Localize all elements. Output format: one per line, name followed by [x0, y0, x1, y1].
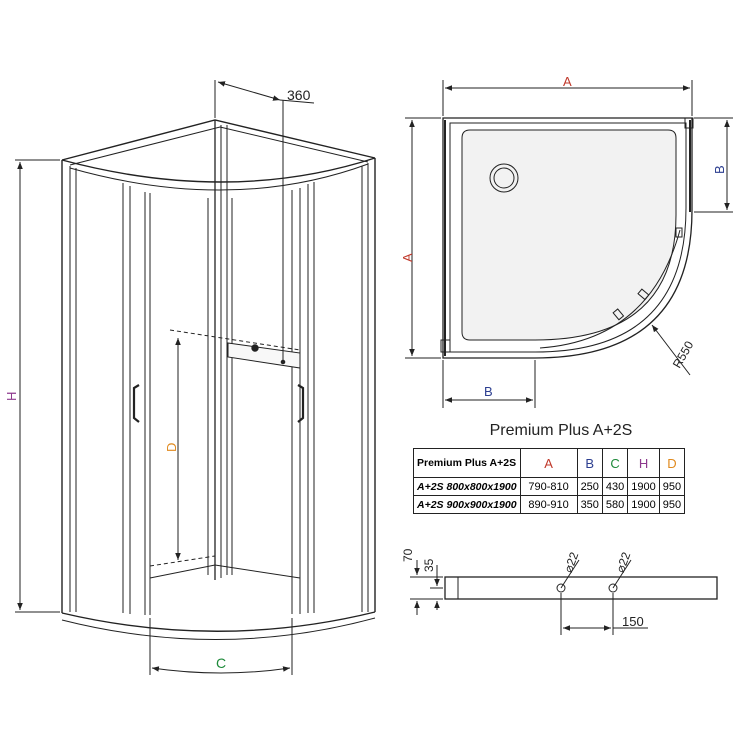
top-curve — [61, 157, 376, 183]
cell-H: 1900 — [627, 477, 660, 496]
label-A-top: A — [563, 74, 572, 89]
plan-view — [405, 80, 733, 408]
hole-1-icon — [556, 583, 566, 593]
base-tray — [61, 611, 376, 632]
cell-D: 950 — [658, 477, 686, 496]
label-C: C — [216, 655, 226, 671]
cell-model: A+2S 900x900x1900 — [413, 495, 521, 514]
table-title: Premium Plus A+2S — [489, 422, 633, 439]
tray-side-profile — [444, 576, 718, 600]
cell-C: 580 — [601, 495, 629, 514]
cell-C: 430 — [601, 477, 629, 496]
cell-B: 250 — [576, 477, 603, 496]
drain-icon — [489, 163, 519, 193]
label-H: H — [4, 392, 19, 401]
cell-H: 1900 — [627, 495, 660, 514]
cell-B: 350 — [576, 495, 603, 514]
dimensions-table: Premium Plus A+2S A B C H D A+2S 800x800… — [413, 448, 686, 514]
cell-A: 890-910 — [519, 495, 578, 514]
table-row: A+2S 900x900x1900 890-910 350 580 1900 9… — [413, 495, 686, 514]
table-row: A+2S 800x800x1900 790-810 250 430 1900 9… — [413, 477, 686, 496]
hole-2-icon — [608, 583, 618, 593]
dim-150-label: 150 — [622, 614, 644, 629]
header-model: Premium Plus A+2S — [413, 448, 521, 478]
plan-outline — [442, 117, 693, 359]
dim-70-label: 70 — [401, 548, 415, 562]
label-B-right: B — [712, 165, 727, 174]
right-handle — [297, 384, 305, 423]
header-B: B — [576, 448, 603, 478]
dim-360-label: 360 — [287, 87, 311, 103]
dim-35-label: 35 — [422, 558, 436, 572]
label-B-bottom: B — [484, 384, 493, 399]
cell-model: A+2S 800x800x1900 — [413, 477, 521, 496]
header-D: D — [658, 448, 686, 478]
perspective-view — [15, 80, 376, 675]
table-header-row: Premium Plus A+2S A B C H D — [413, 448, 686, 478]
label-D: D — [164, 443, 179, 452]
header-A: A — [519, 448, 578, 478]
header-H: H — [627, 448, 660, 478]
left-handle — [132, 384, 140, 423]
cell-D: 950 — [658, 495, 686, 514]
diameter-2-label: ⌀22 — [613, 550, 633, 574]
label-A-left: A — [400, 253, 415, 262]
tray-interior — [461, 129, 677, 341]
top-frame — [61, 119, 376, 161]
tray-side-view — [410, 559, 718, 635]
cell-A: 790-810 — [519, 477, 578, 496]
header-C: C — [601, 448, 629, 478]
diameter-1-label: ⌀22 — [561, 550, 581, 574]
